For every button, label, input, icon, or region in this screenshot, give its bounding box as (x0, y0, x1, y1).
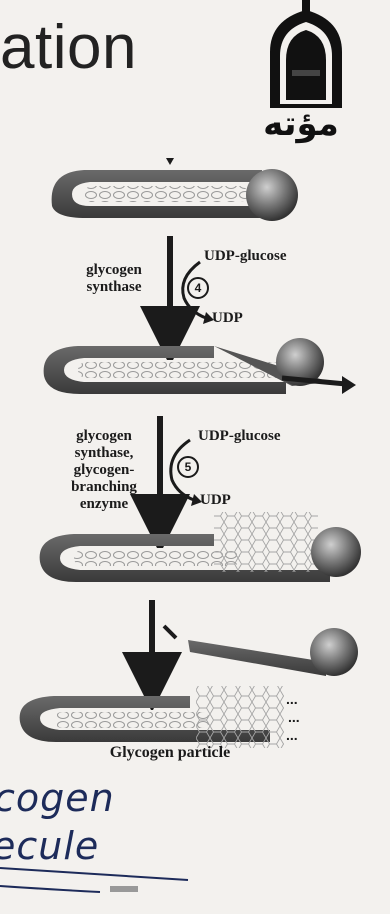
product-label-step-5: UDP (200, 492, 231, 509)
released-synthase (188, 628, 358, 676)
enzyme-line: synthase, (58, 445, 150, 462)
svg-text:...: ... (286, 727, 298, 743)
step-number-badge: 5 (177, 456, 199, 478)
enzyme-line: glycogen- (58, 462, 150, 479)
donor-label-step-4: UDP-glucose (204, 248, 287, 265)
enzyme-line: glycogen (58, 428, 150, 445)
enzyme-line: glycogen (66, 262, 162, 279)
svg-text:...: ... (286, 691, 298, 707)
stage-3-branched-chain (40, 512, 361, 582)
svg-text:...: ... (288, 709, 300, 725)
enzyme-label-step-5: glycogen synthase, glycogen- branching e… (58, 428, 150, 513)
stage-1-glycogenin (52, 158, 298, 221)
hand-underline (0, 868, 188, 880)
enzyme-label-step-4: glycogen synthase (66, 262, 162, 296)
handwritten-note-line-1: cogen (0, 776, 115, 820)
stage-2-elongated-chain (44, 338, 356, 394)
enzyme-line: synthase (66, 279, 162, 296)
smudge (110, 886, 138, 892)
stage-4-glycogen-particle: ... ... ... (20, 686, 300, 748)
glycogen-synthase-ball-2 (311, 527, 361, 577)
glycogenin-ball (246, 169, 298, 221)
enzyme-line: enzyme (58, 496, 150, 513)
handwritten-note-line-2: ecule (0, 824, 99, 868)
figure-caption: Glycogen particle (80, 744, 260, 762)
step-number-badge: 4 (187, 277, 209, 299)
enzyme-line: branching (58, 479, 150, 496)
donor-label-step-5: UDP-glucose (198, 428, 281, 445)
marker-triangle (166, 158, 174, 165)
product-label-step-4: UDP (212, 310, 243, 327)
